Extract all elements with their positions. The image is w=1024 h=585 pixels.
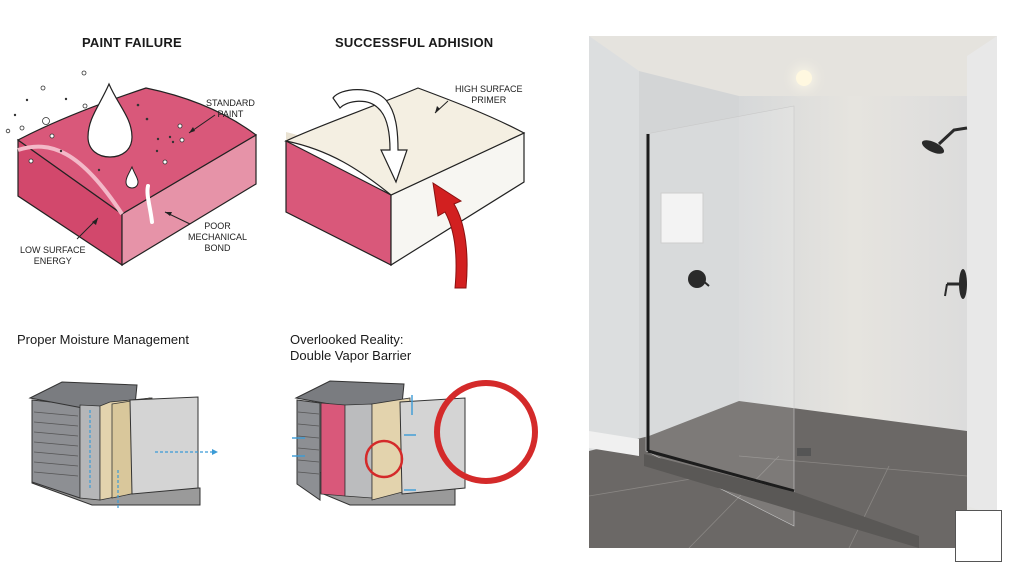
moisture-management-title: Proper Moisture Management	[17, 332, 189, 347]
successful-adhesion-title: SUCCESSFUL ADHISION	[335, 35, 494, 50]
paint-failure-block-illustration	[5, 70, 258, 267]
low-surface-energy-label: LOW SURFACE ENERGY	[20, 245, 86, 266]
blank-corner-box	[955, 510, 1002, 562]
poor-mechanical-bond-label: POOR MECHANICAL BOND	[188, 221, 248, 253]
shower-scene	[589, 36, 997, 548]
shower-photo	[589, 36, 997, 548]
double-vapor-barrier-title: Overlooked Reality: Double Vapor Barrier	[290, 332, 412, 363]
double-vapor-barrier-illustration	[292, 380, 538, 506]
paint-failure-title: PAINT FAILURE	[82, 35, 182, 50]
wall-assembly-illustration	[28, 381, 218, 510]
standard-paint-label: STANDARD PAINT	[206, 98, 255, 119]
successful-adhesion-block-illustration	[284, 87, 526, 289]
high-surface-primer-label: HIGH SURFACE PRIMER	[455, 84, 523, 105]
